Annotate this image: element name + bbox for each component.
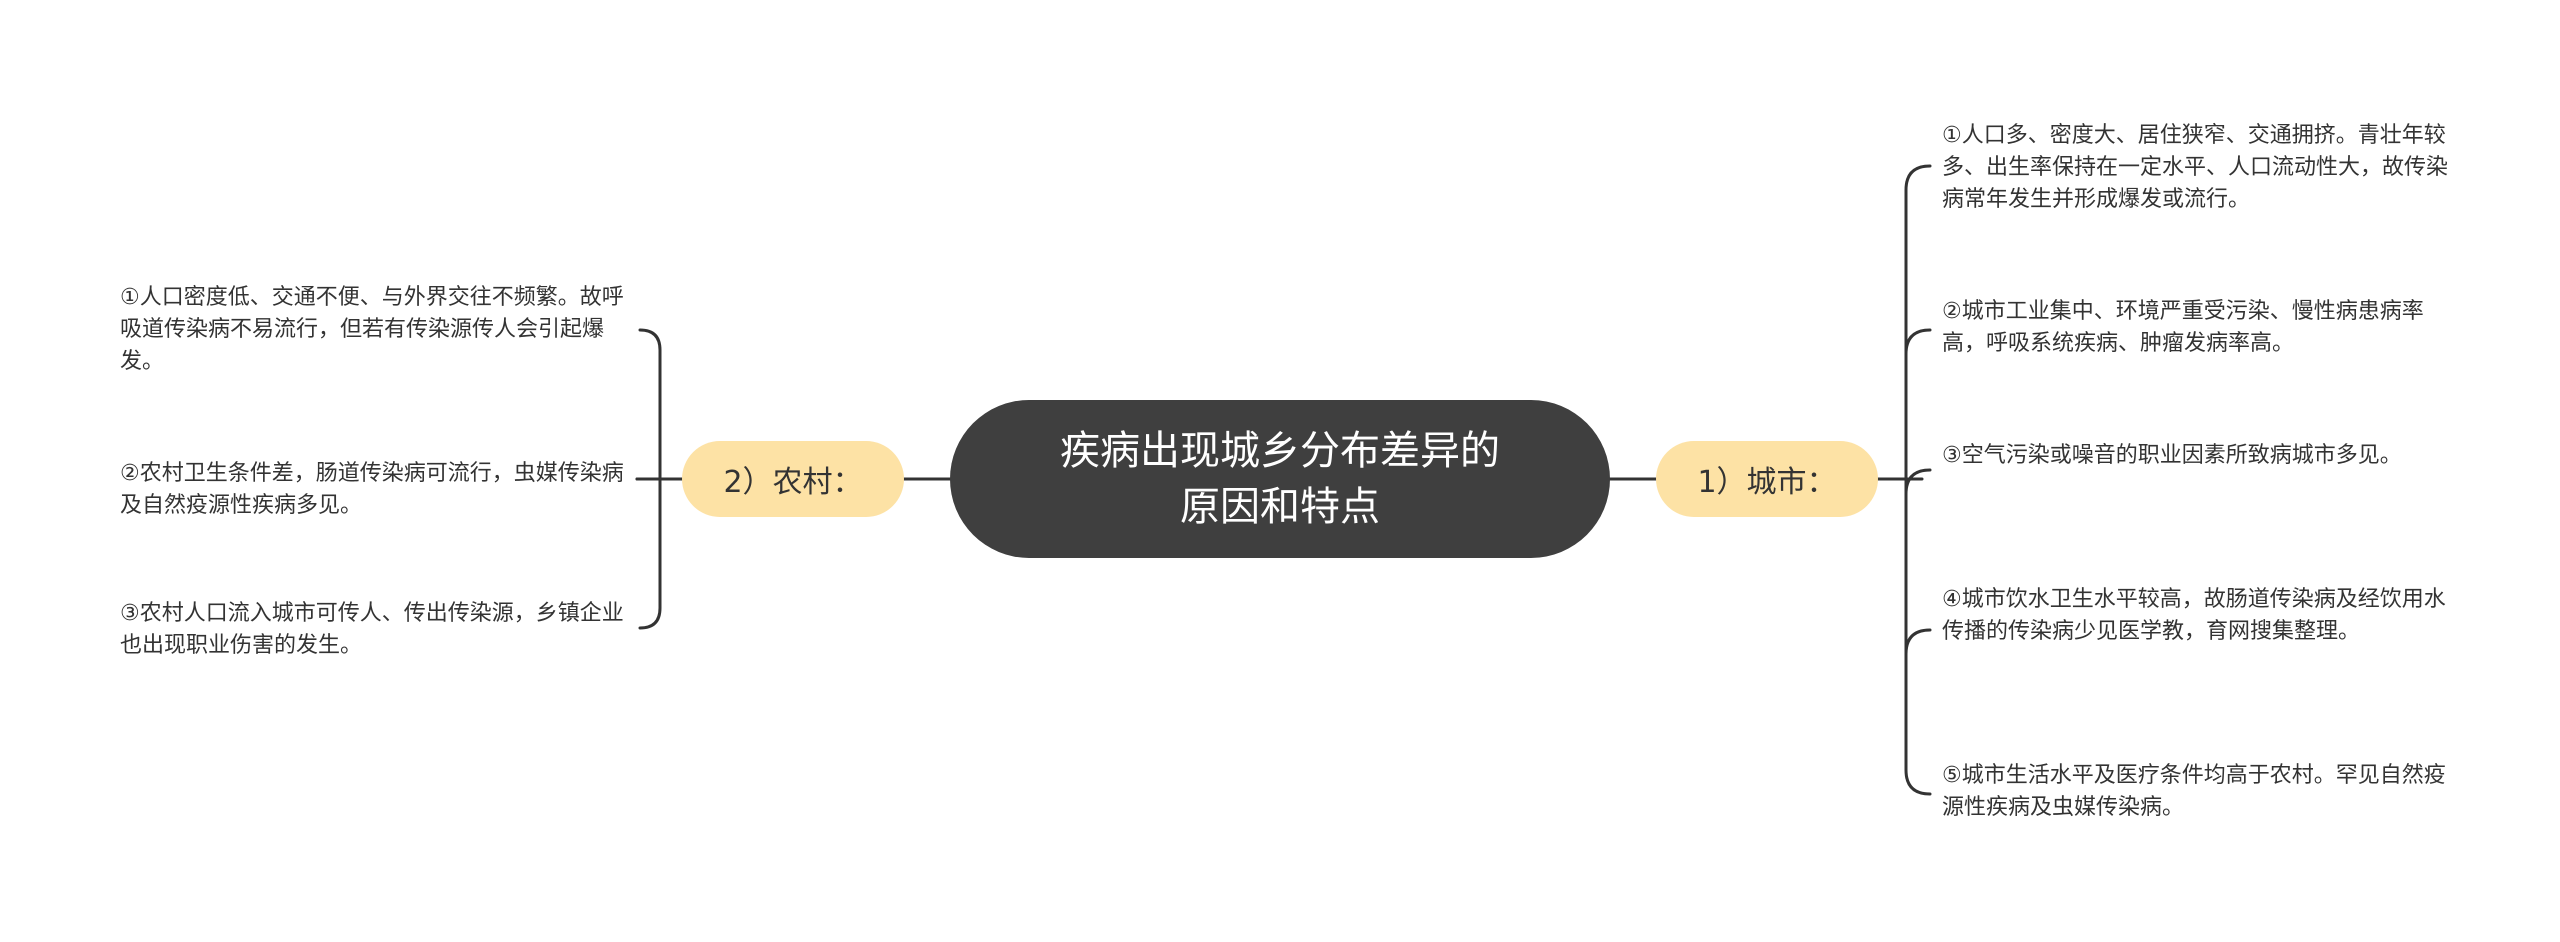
branch-node-urban[interactable]: 1）城市： xyxy=(1656,441,1878,517)
central-topic-text: 疾病出现城乡分布差异的 原因和特点 xyxy=(1060,423,1500,535)
connector-right-bracket xyxy=(1904,164,1932,796)
central-topic-line-1: 疾病出现城乡分布差异的 xyxy=(1060,428,1500,474)
central-topic-line-2: 原因和特点 xyxy=(1180,484,1380,530)
central-topic-node[interactable]: 疾病出现城乡分布差异的 原因和特点 xyxy=(950,400,1610,558)
branch-node-rural[interactable]: 2）农村： xyxy=(682,441,904,517)
leaf-urban-5[interactable]: ⑤城市生活水平及医疗条件均高于农村。罕见自然疫源性疾病及虫媒传染病。 xyxy=(1942,763,2446,820)
leaf-rural-3[interactable]: ③农村人口流入城市可传人、传出传染源，乡镇企业也出现职业伤害的发生。 xyxy=(120,601,624,658)
leaf-urban-4[interactable]: ④城市饮水卫生水平较高，故肠道传染病及经饮用水传播的传染病少见医学教，育网搜集整… xyxy=(1942,587,2446,644)
connector-right-leaf-3 xyxy=(1904,468,1932,496)
leaf-rural-1[interactable]: ①人口密度低、交通不便、与外界交往不频繁。故呼吸道传染病不易流行，但若有传染源传… xyxy=(120,285,624,374)
connector-right-leaf-2 xyxy=(1904,328,1932,356)
branch-label-rural: 2）农村： xyxy=(723,465,863,500)
leaf-urban-3[interactable]: ③空气污染或噪音的职业因素所致病城市多见。 xyxy=(1942,443,2402,468)
leaf-rural-2[interactable]: ②农村卫生条件差，肠道传染病可流行，虫媒传染病及自然疫源性疾病多见。 xyxy=(120,461,624,518)
leaf-urban-1[interactable]: ①人口多、密度大、居住狭窄、交通拥挤。青壮年较多、出生率保持在一定水平、人口流动… xyxy=(1942,123,2449,212)
leaf-urban-2[interactable]: ②城市工业集中、环境严重受污染、慢性病患病率高，呼吸系统疾病、肿瘤发病率高。 xyxy=(1942,299,2424,356)
branch-label-urban: 1）城市： xyxy=(1697,465,1837,500)
connector-right-leaf-4 xyxy=(1904,628,1932,656)
